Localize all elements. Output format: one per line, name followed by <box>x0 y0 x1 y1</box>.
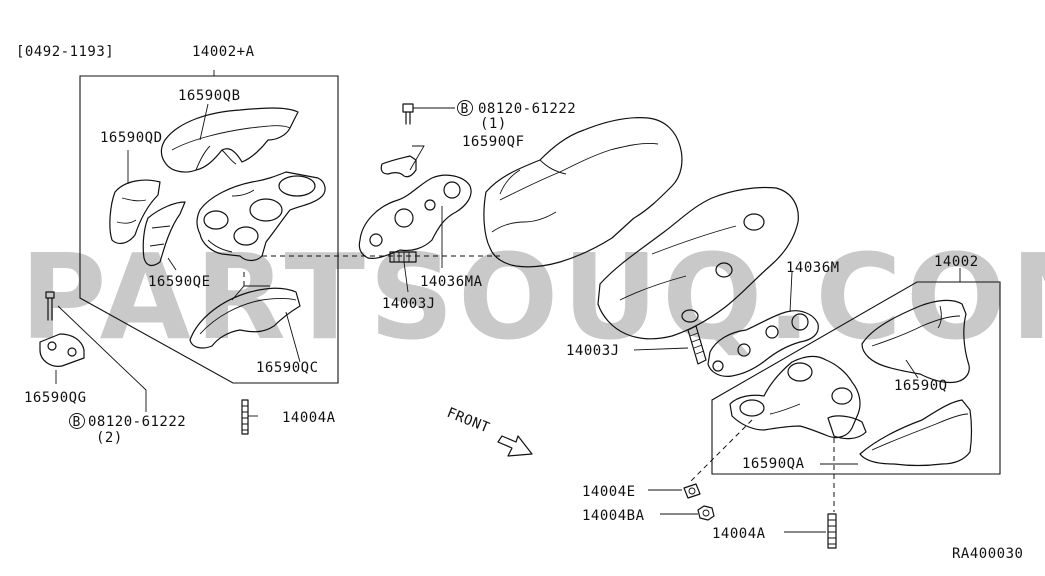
drawing-id: RA400030 <box>952 546 1023 562</box>
callout-cover-qa: 16590QA <box>742 456 805 472</box>
cylinder-head-upper <box>483 117 683 268</box>
callout-cover-qg: 16590QG <box>24 390 87 406</box>
bolt-top <box>402 103 455 125</box>
callout-cover-qb: 16590QB <box>178 88 241 104</box>
callout-bolt-top: 08120-61222 <box>478 101 576 117</box>
stud-lower <box>687 325 707 365</box>
stud-left <box>241 399 249 435</box>
callout-stud-a-left: 14004A <box>282 410 336 426</box>
callout-assy-left: 14002+A <box>192 44 255 60</box>
bolt-marker-top <box>457 100 473 116</box>
front-arrow-icon <box>497 435 533 457</box>
callout-gasket-m: 14036M <box>786 260 840 276</box>
date-range-label: [0492-1193] <box>16 44 114 60</box>
callout-stud-a-right: 14004A <box>712 526 766 542</box>
callout-cover-qf: 16590QF <box>462 134 525 150</box>
stud-right <box>827 513 837 549</box>
callout-washer-e: 14004E <box>582 484 636 500</box>
heat-shield-qb <box>160 107 299 173</box>
cylinder-head-lower <box>597 186 799 340</box>
exhaust-manifold-left <box>196 171 326 262</box>
bolt-marker-left-label: B <box>73 415 81 430</box>
gasket-m <box>707 310 819 377</box>
heat-shield-qd <box>109 179 161 245</box>
bolt-marker-top-label: B <box>461 102 469 117</box>
bracket-qf <box>380 155 417 178</box>
callout-cover-qd: 16590QD <box>100 130 163 146</box>
nut-ba <box>697 505 715 521</box>
callout-nut-ba: 14004BA <box>582 508 645 524</box>
heat-shield-q <box>861 299 970 384</box>
callout-stud-j-lower: 14003J <box>566 343 620 359</box>
heat-shield-qc <box>189 268 301 349</box>
washer-e <box>683 483 701 499</box>
gasket-ma <box>358 174 472 259</box>
callout-bolt-top-qty: (1) <box>480 116 507 132</box>
bolt-marker-left <box>69 413 85 429</box>
callout-stud-j-upper: 14003J <box>382 296 436 312</box>
assembly-box-right <box>711 281 1001 475</box>
heat-shield-qe <box>142 201 186 267</box>
exhaust-manifold-right <box>729 355 867 440</box>
heat-shield-qa <box>859 399 973 467</box>
callout-cover-q: 16590Q <box>894 378 948 394</box>
callout-bolt-left: 08120-61222 <box>88 414 186 430</box>
front-label: FRONT <box>445 405 492 437</box>
callout-cover-qe: 16590QE <box>148 274 211 290</box>
callout-gasket-ma: 14036MA <box>420 274 483 290</box>
callout-cover-qc: 16590QC <box>256 360 319 376</box>
stud-upper <box>389 251 417 263</box>
bracket-qg <box>39 291 85 367</box>
callout-bolt-left-qty: (2) <box>96 430 123 446</box>
callout-assy-right: 14002 <box>934 254 979 270</box>
leader-dashed-right <box>689 419 753 483</box>
assembly-box-left <box>79 75 339 384</box>
leader-lines <box>55 70 961 533</box>
